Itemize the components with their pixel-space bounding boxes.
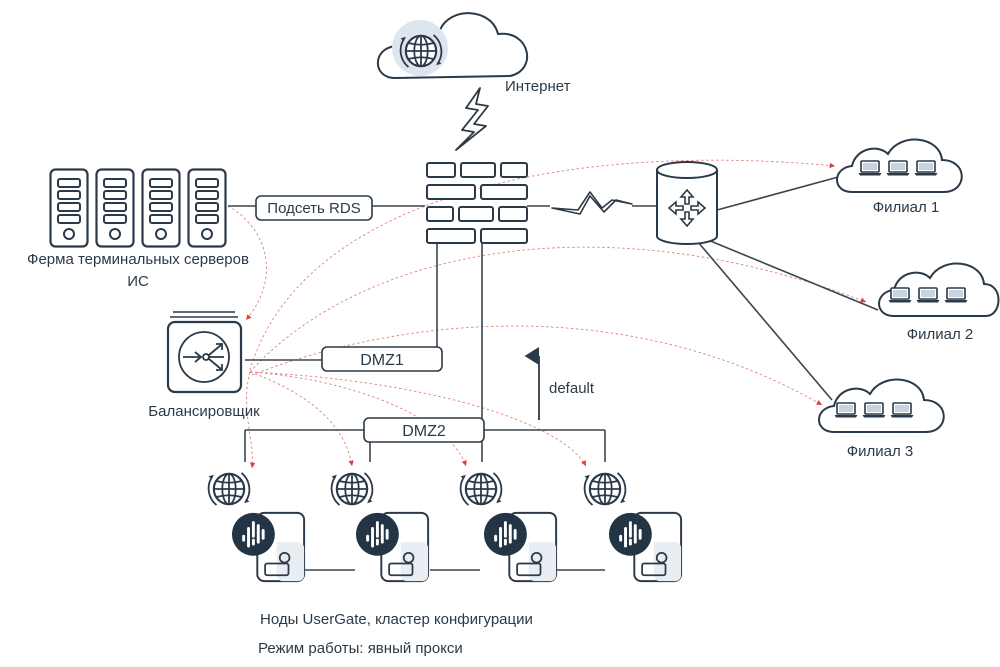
usergate-node-3 [459, 471, 558, 583]
default-route: default [524, 347, 595, 420]
server-icon [141, 168, 181, 248]
server-farm: Ферма терминальных серверов ИС [27, 168, 249, 290]
balancer: Балансировщик [148, 311, 260, 420]
usergate-node-2 [330, 471, 430, 583]
usergate-icon [482, 511, 558, 583]
branch-1-label: Филиал 1 [873, 199, 940, 216]
connection-lines [228, 175, 879, 571]
internet-cloud: Интернет [377, 12, 571, 95]
branch-1: Филиал 1 [836, 138, 963, 216]
laptop-icon [886, 160, 910, 176]
lightning-icon [455, 87, 489, 151]
mode-caption: Режим работы: явный прокси [258, 640, 463, 657]
laptop-icon [914, 160, 938, 176]
server-farm-label: Ферма терминальных серверов [27, 251, 249, 268]
branch-2-label: Филиал 2 [907, 326, 974, 343]
server-icon [95, 168, 135, 248]
dmz1-tag: DMZ1 [321, 346, 443, 372]
usergate-icon [230, 511, 306, 583]
laptop-icon [862, 402, 886, 418]
branch-3: Филиал 3 [818, 378, 945, 460]
nodes-caption: Ноды UserGate, кластер конфигурации [260, 611, 533, 628]
globe-icon [207, 471, 251, 507]
rds-subnet-label: Подсеть RDS [267, 200, 360, 217]
server-icon [187, 168, 227, 248]
laptop-icon [858, 160, 882, 176]
usergate-icon [607, 511, 683, 583]
default-route-label: default [549, 380, 595, 397]
dmz2-tag: DMZ2 [363, 417, 485, 443]
server-farm-label-2: ИС [127, 273, 149, 290]
laptop-icon [888, 287, 912, 303]
router-icon [656, 161, 718, 245]
usergate-node-1 [207, 471, 306, 583]
internet-label: Интернет [505, 78, 571, 95]
balancer-label: Балансировщик [148, 403, 260, 420]
globe-icon [583, 471, 627, 507]
branch-3-label: Филиал 3 [847, 443, 914, 460]
laptop-icon [890, 402, 914, 418]
laptop-icon [916, 287, 940, 303]
laptop-icon [944, 287, 968, 303]
wan-link-icon [551, 191, 633, 215]
usergate-node-4 [583, 471, 683, 583]
globe-icon [330, 471, 374, 507]
server-icon [49, 168, 89, 248]
branch-2: Филиал 2 [878, 262, 1000, 343]
laptop-icon [834, 402, 858, 418]
dmz1-label: DMZ1 [360, 352, 404, 369]
balancer-icon [178, 331, 230, 383]
dmz2-label: DMZ2 [402, 423, 446, 440]
firewall-icon [426, 162, 528, 244]
usergate-icon [354, 511, 430, 583]
rds-subnet-tag: Подсеть RDS [255, 195, 373, 221]
globe-icon [459, 471, 503, 507]
